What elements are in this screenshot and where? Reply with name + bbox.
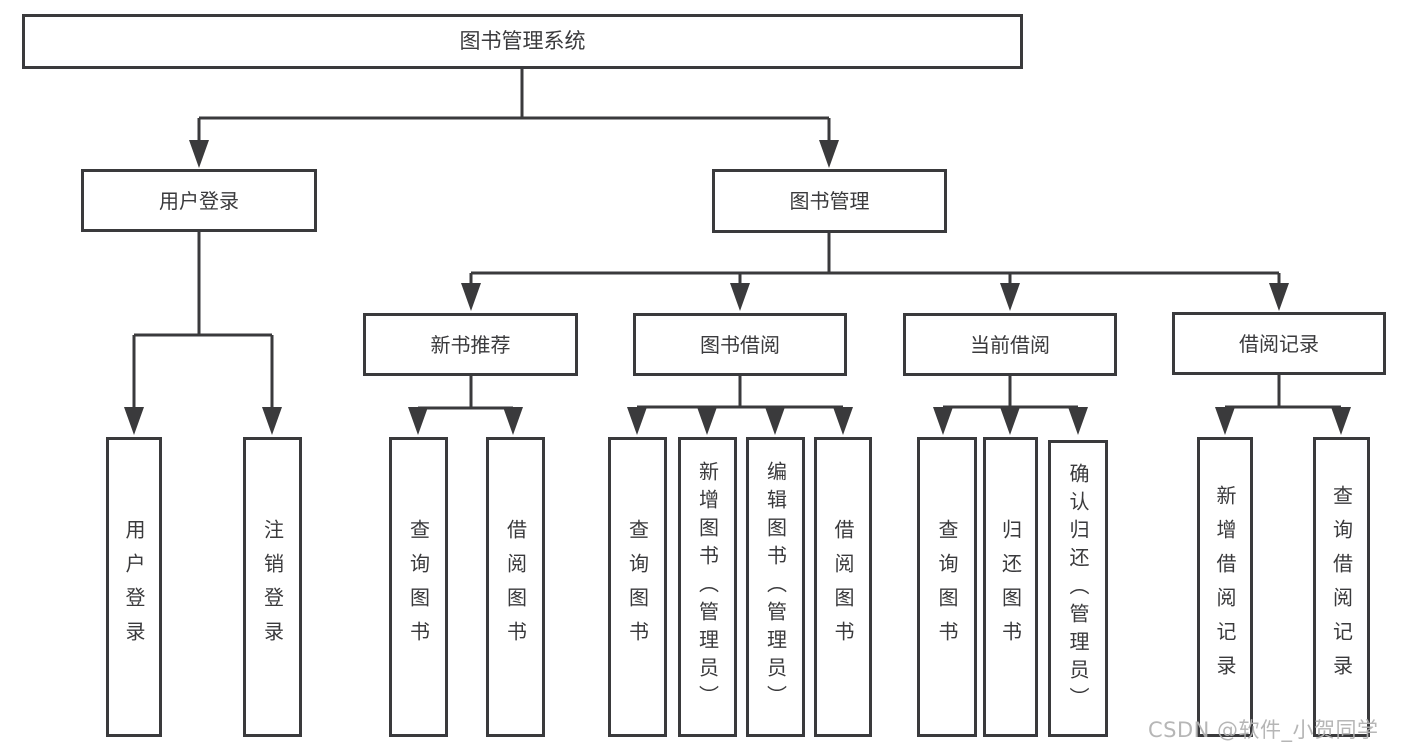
leaf-add-borrow-record-label: 新增借阅记录	[1213, 485, 1237, 689]
node-new-book-recommend: 新书推荐	[363, 313, 578, 376]
node-borrow-records-label: 借阅记录	[1239, 331, 1319, 356]
node-user-login-label: 用户登录	[159, 188, 239, 213]
leaf-edit-books-admin-label: 编辑图书（管理员）	[763, 461, 788, 713]
leaf-add-books-admin: 新增图书（管理员）	[678, 437, 737, 737]
node-book-management-label: 图书管理	[789, 189, 870, 213]
node-current-borrow: 当前借阅	[903, 313, 1117, 376]
leaf-query-books-current: 查询图书	[917, 437, 977, 737]
node-current-borrow-label: 当前借阅	[970, 332, 1050, 357]
leaf-query-books-recommend-label: 查询图书	[406, 519, 431, 655]
leaf-borrow-books: 借阅图书	[814, 437, 872, 737]
csdn-watermark: CSDN @软件_小贺同学	[1148, 718, 1379, 742]
leaf-return-books: 归还图书	[983, 437, 1038, 737]
leaf-query-books-borrow: 查询图书	[608, 437, 667, 737]
node-book-management: 图书管理	[712, 169, 947, 233]
leaf-query-books-borrow-label: 查询图书	[625, 519, 650, 655]
leaf-logout-label: 注销登录	[260, 519, 285, 655]
node-user-login: 用户登录	[81, 169, 317, 232]
node-book-borrow: 图书借阅	[633, 313, 847, 376]
leaf-confirm-return-admin-label: 确认归还（管理员）	[1066, 462, 1090, 715]
node-borrow-records: 借阅记录	[1172, 312, 1386, 375]
leaf-borrow-books-recommend-label: 借阅图书	[503, 519, 528, 655]
leaf-borrow-books-label: 借阅图书	[831, 519, 855, 655]
leaf-borrow-books-recommend: 借阅图书	[486, 437, 545, 737]
node-root: 图书管理系统	[22, 14, 1023, 69]
leaf-confirm-return-admin: 确认归还（管理员）	[1048, 440, 1108, 737]
leaf-query-borrow-record-label: 查询借阅记录	[1329, 485, 1354, 689]
leaf-add-borrow-record: 新增借阅记录	[1197, 437, 1253, 737]
leaf-user-login-label: 用户登录	[122, 519, 146, 655]
leaf-user-login: 用户登录	[106, 437, 162, 737]
arrowhead-icons	[124, 140, 1351, 435]
leaf-query-borrow-record: 查询借阅记录	[1313, 437, 1370, 737]
node-new-book-recommend-label: 新书推荐	[430, 332, 511, 357]
leaf-logout: 注销登录	[243, 437, 302, 737]
node-root-label: 图书管理系统	[459, 29, 586, 53]
leaf-edit-books-admin: 编辑图书（管理员）	[746, 437, 805, 737]
leaf-query-books-recommend: 查询图书	[389, 437, 448, 737]
leaf-return-books-label: 归还图书	[998, 519, 1023, 655]
leaf-query-books-current-label: 查询图书	[935, 519, 959, 655]
leaf-add-books-admin-label: 新增图书（管理员）	[695, 461, 720, 713]
node-book-borrow-label: 图书借阅	[700, 332, 780, 357]
